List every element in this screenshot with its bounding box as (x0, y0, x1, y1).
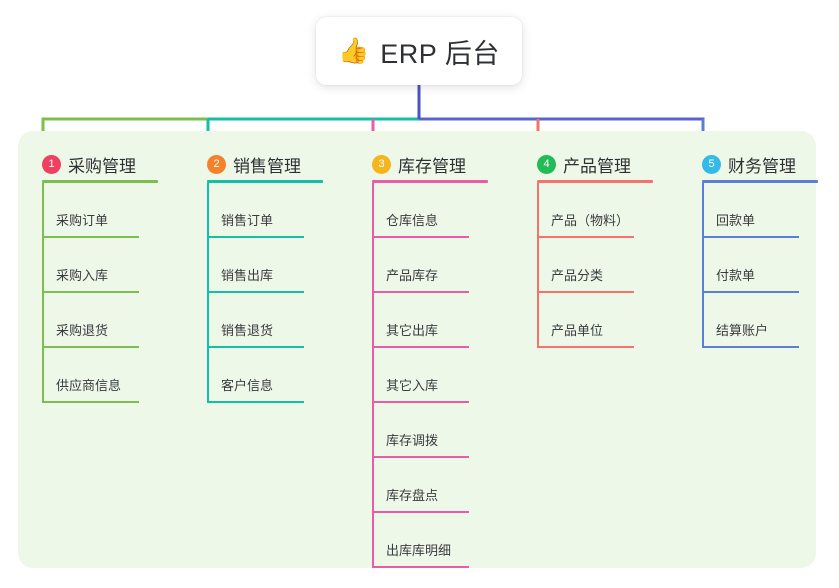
menu-item-label: 供应商信息 (56, 378, 122, 393)
modules-panel (18, 131, 816, 568)
menu-item[interactable]: 回款单 (702, 183, 799, 238)
menu-item[interactable]: 库存盘点 (372, 458, 469, 513)
column-title: 销售管理 (233, 156, 301, 176)
menu-item[interactable]: 产品（物料） (537, 183, 634, 238)
menu-item-label: 产品库存 (386, 268, 439, 283)
column-spine (537, 183, 539, 348)
column-header-rule (42, 180, 158, 183)
column-header-rule (702, 180, 818, 183)
menu-item[interactable]: 产品库存 (372, 238, 469, 293)
menu-item[interactable]: 结算账户 (702, 293, 799, 348)
menu-item-label: 库存调拨 (386, 433, 439, 448)
menu-item-rule (372, 456, 469, 458)
menu-item[interactable]: 采购入库 (42, 238, 139, 293)
menu-item-rule (207, 236, 304, 238)
column-number-badge: 1 (42, 154, 61, 174)
menu-item[interactable]: 产品分类 (537, 238, 634, 293)
menu-item[interactable]: 其它出库 (372, 293, 469, 348)
menu-item-rule (372, 236, 469, 238)
menu-item-label: 产品（物料） (551, 213, 630, 228)
menu-item[interactable]: 付款单 (702, 238, 799, 293)
column-header[interactable]: 3 库存管理 (360, 147, 520, 181)
column-title: 财务管理 (728, 156, 796, 176)
menu-item-rule (537, 291, 634, 293)
menu-item-rule (702, 346, 799, 348)
column-spine (207, 183, 209, 403)
menu-item[interactable]: 产品单位 (537, 293, 634, 348)
menu-item-label: 客户信息 (221, 378, 274, 393)
menu-item-label: 出库库明细 (386, 543, 452, 558)
column-header[interactable]: 1 采购管理 (30, 147, 190, 181)
menu-item-label: 销售订单 (221, 213, 274, 228)
menu-item-rule (372, 566, 469, 568)
menu-item-rule (372, 291, 469, 293)
menu-item-rule (42, 236, 139, 238)
menu-item[interactable]: 供应商信息 (42, 348, 139, 403)
column-header-rule (372, 180, 488, 183)
menu-item[interactable]: 销售出库 (207, 238, 304, 293)
column-财务管理: 5 财务管理回款单付款单结算账户 (690, 147, 839, 348)
column-header[interactable]: 2 销售管理 (195, 147, 355, 181)
column-采购管理: 1 采购管理采购订单采购入库采购退货供应商信息 (30, 147, 190, 403)
column-销售管理: 2 销售管理销售订单销售出库销售退货客户信息 (195, 147, 355, 403)
column-header-rule (537, 180, 653, 183)
menu-item[interactable]: 销售订单 (207, 183, 304, 238)
menu-item-rule (537, 346, 634, 348)
menu-item-label: 销售退货 (221, 323, 274, 338)
menu-item-label: 产品单位 (551, 323, 604, 338)
menu-item-rule (537, 236, 634, 238)
column-number-badge: 4 (537, 154, 556, 174)
menu-item-rule (207, 346, 304, 348)
menu-item[interactable]: 客户信息 (207, 348, 304, 403)
menu-item[interactable]: 库存调拨 (372, 403, 469, 458)
column-header[interactable]: 5 财务管理 (690, 147, 839, 181)
column-spine (702, 183, 704, 348)
menu-item[interactable]: 采购退货 (42, 293, 139, 348)
column-spine (42, 183, 44, 403)
column-number-badge: 3 (372, 154, 391, 174)
column-title: 采购管理 (68, 156, 136, 176)
menu-item-label: 采购入库 (56, 268, 109, 283)
menu-item-label: 采购退货 (56, 323, 109, 338)
menu-item-label: 仓库信息 (386, 213, 439, 228)
menu-item[interactable]: 采购订单 (42, 183, 139, 238)
menu-item-rule (42, 401, 139, 403)
menu-item-rule (372, 401, 469, 403)
menu-item-rule (372, 346, 469, 348)
column-number-badge: 5 (702, 154, 721, 174)
column-title: 库存管理 (398, 156, 466, 176)
menu-item-rule (207, 401, 304, 403)
column-number-badge: 2 (207, 154, 226, 174)
menu-item-rule (702, 291, 799, 293)
menu-item-rule (207, 291, 304, 293)
menu-item-label: 采购订单 (56, 213, 109, 228)
column-库存管理: 3 库存管理仓库信息产品库存其它出库其它入库库存调拨库存盘点出库库明细 (360, 147, 520, 568)
menu-item-label: 其它入库 (386, 378, 439, 393)
menu-item[interactable]: 出库库明细 (372, 513, 469, 568)
menu-item-label: 库存盘点 (386, 488, 439, 503)
root-node[interactable]: 👍 ERP 后台 (316, 17, 522, 85)
root-title: ERP 后台 (380, 38, 500, 69)
menu-item[interactable]: 仓库信息 (372, 183, 469, 238)
column-header[interactable]: 4 产品管理 (525, 147, 685, 181)
column-title: 产品管理 (563, 156, 631, 176)
menu-item-label: 其它出库 (386, 323, 439, 338)
menu-item[interactable]: 销售退货 (207, 293, 304, 348)
menu-item-label: 付款单 (716, 268, 756, 283)
menu-item-label: 结算账户 (716, 323, 769, 338)
menu-item-rule (42, 346, 139, 348)
menu-item[interactable]: 其它入库 (372, 348, 469, 403)
column-header-rule (207, 180, 323, 183)
menu-item-rule (372, 511, 469, 513)
menu-item-label: 产品分类 (551, 268, 604, 283)
menu-item-rule (702, 236, 799, 238)
menu-item-label: 销售出库 (221, 268, 274, 283)
thumbs-up-icon: 👍 (338, 36, 370, 65)
menu-item-label: 回款单 (716, 213, 756, 228)
column-spine (372, 183, 374, 568)
menu-item-rule (42, 291, 139, 293)
column-产品管理: 4 产品管理产品（物料） 产品分类产品单位 (525, 147, 685, 348)
